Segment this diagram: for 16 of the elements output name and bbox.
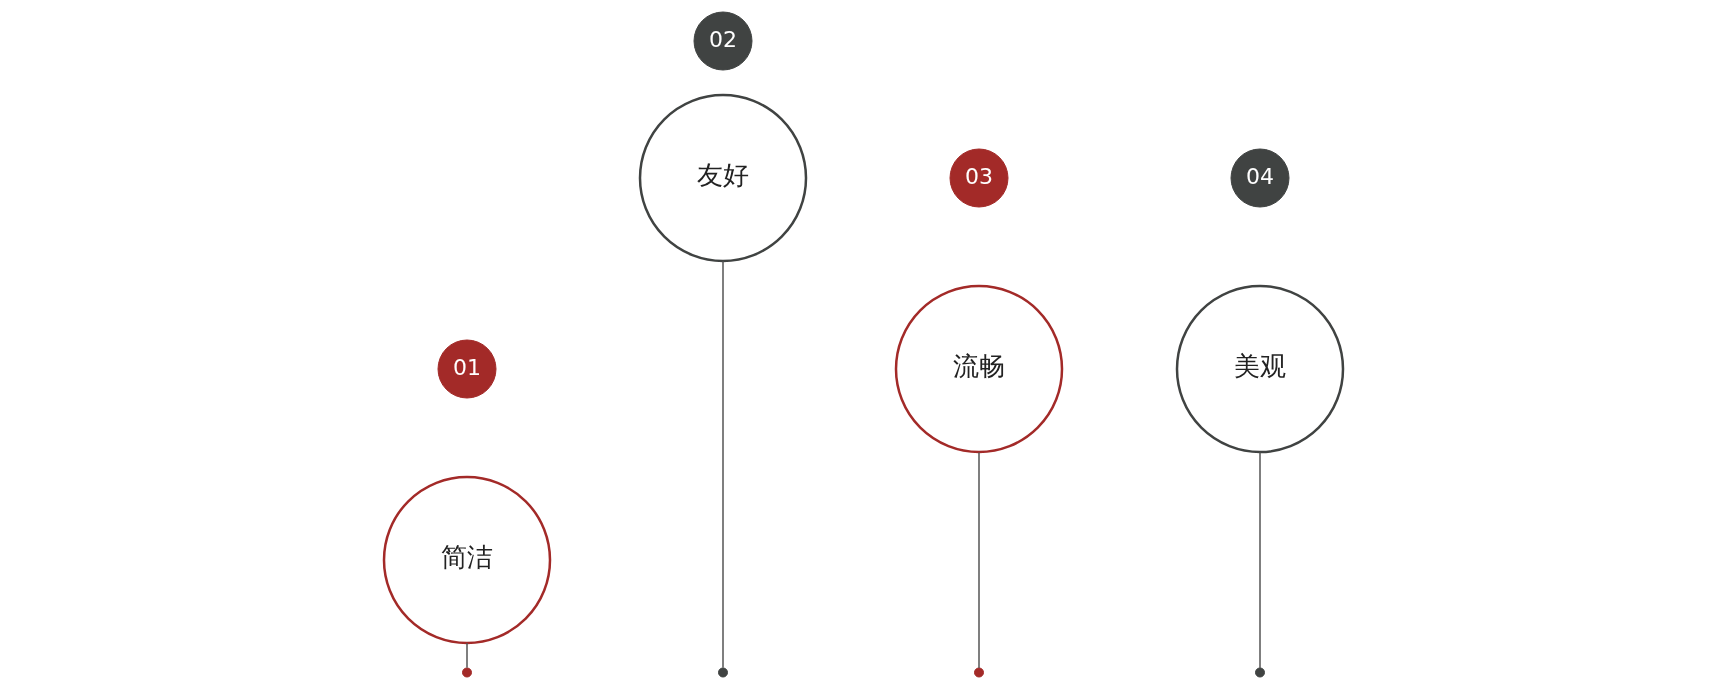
node-circle bbox=[973, 667, 984, 678]
node-circle: 流畅 bbox=[894, 284, 1063, 454]
node-circle bbox=[1254, 667, 1265, 678]
connector bbox=[721, 260, 724, 669]
node-circle: 01 bbox=[437, 339, 496, 399]
node-circle bbox=[461, 667, 472, 678]
node-circle: 03 bbox=[949, 148, 1008, 208]
connector bbox=[465, 642, 468, 669]
connector bbox=[977, 451, 980, 669]
node-circle: 友好 bbox=[638, 93, 807, 263]
connector bbox=[1258, 451, 1261, 669]
node-circle: 美观 bbox=[1175, 284, 1344, 454]
node-circle: 简洁 bbox=[382, 475, 551, 645]
node-circle bbox=[717, 667, 728, 678]
node-circle: 02 bbox=[693, 11, 752, 71]
node-circle: 04 bbox=[1230, 148, 1289, 208]
